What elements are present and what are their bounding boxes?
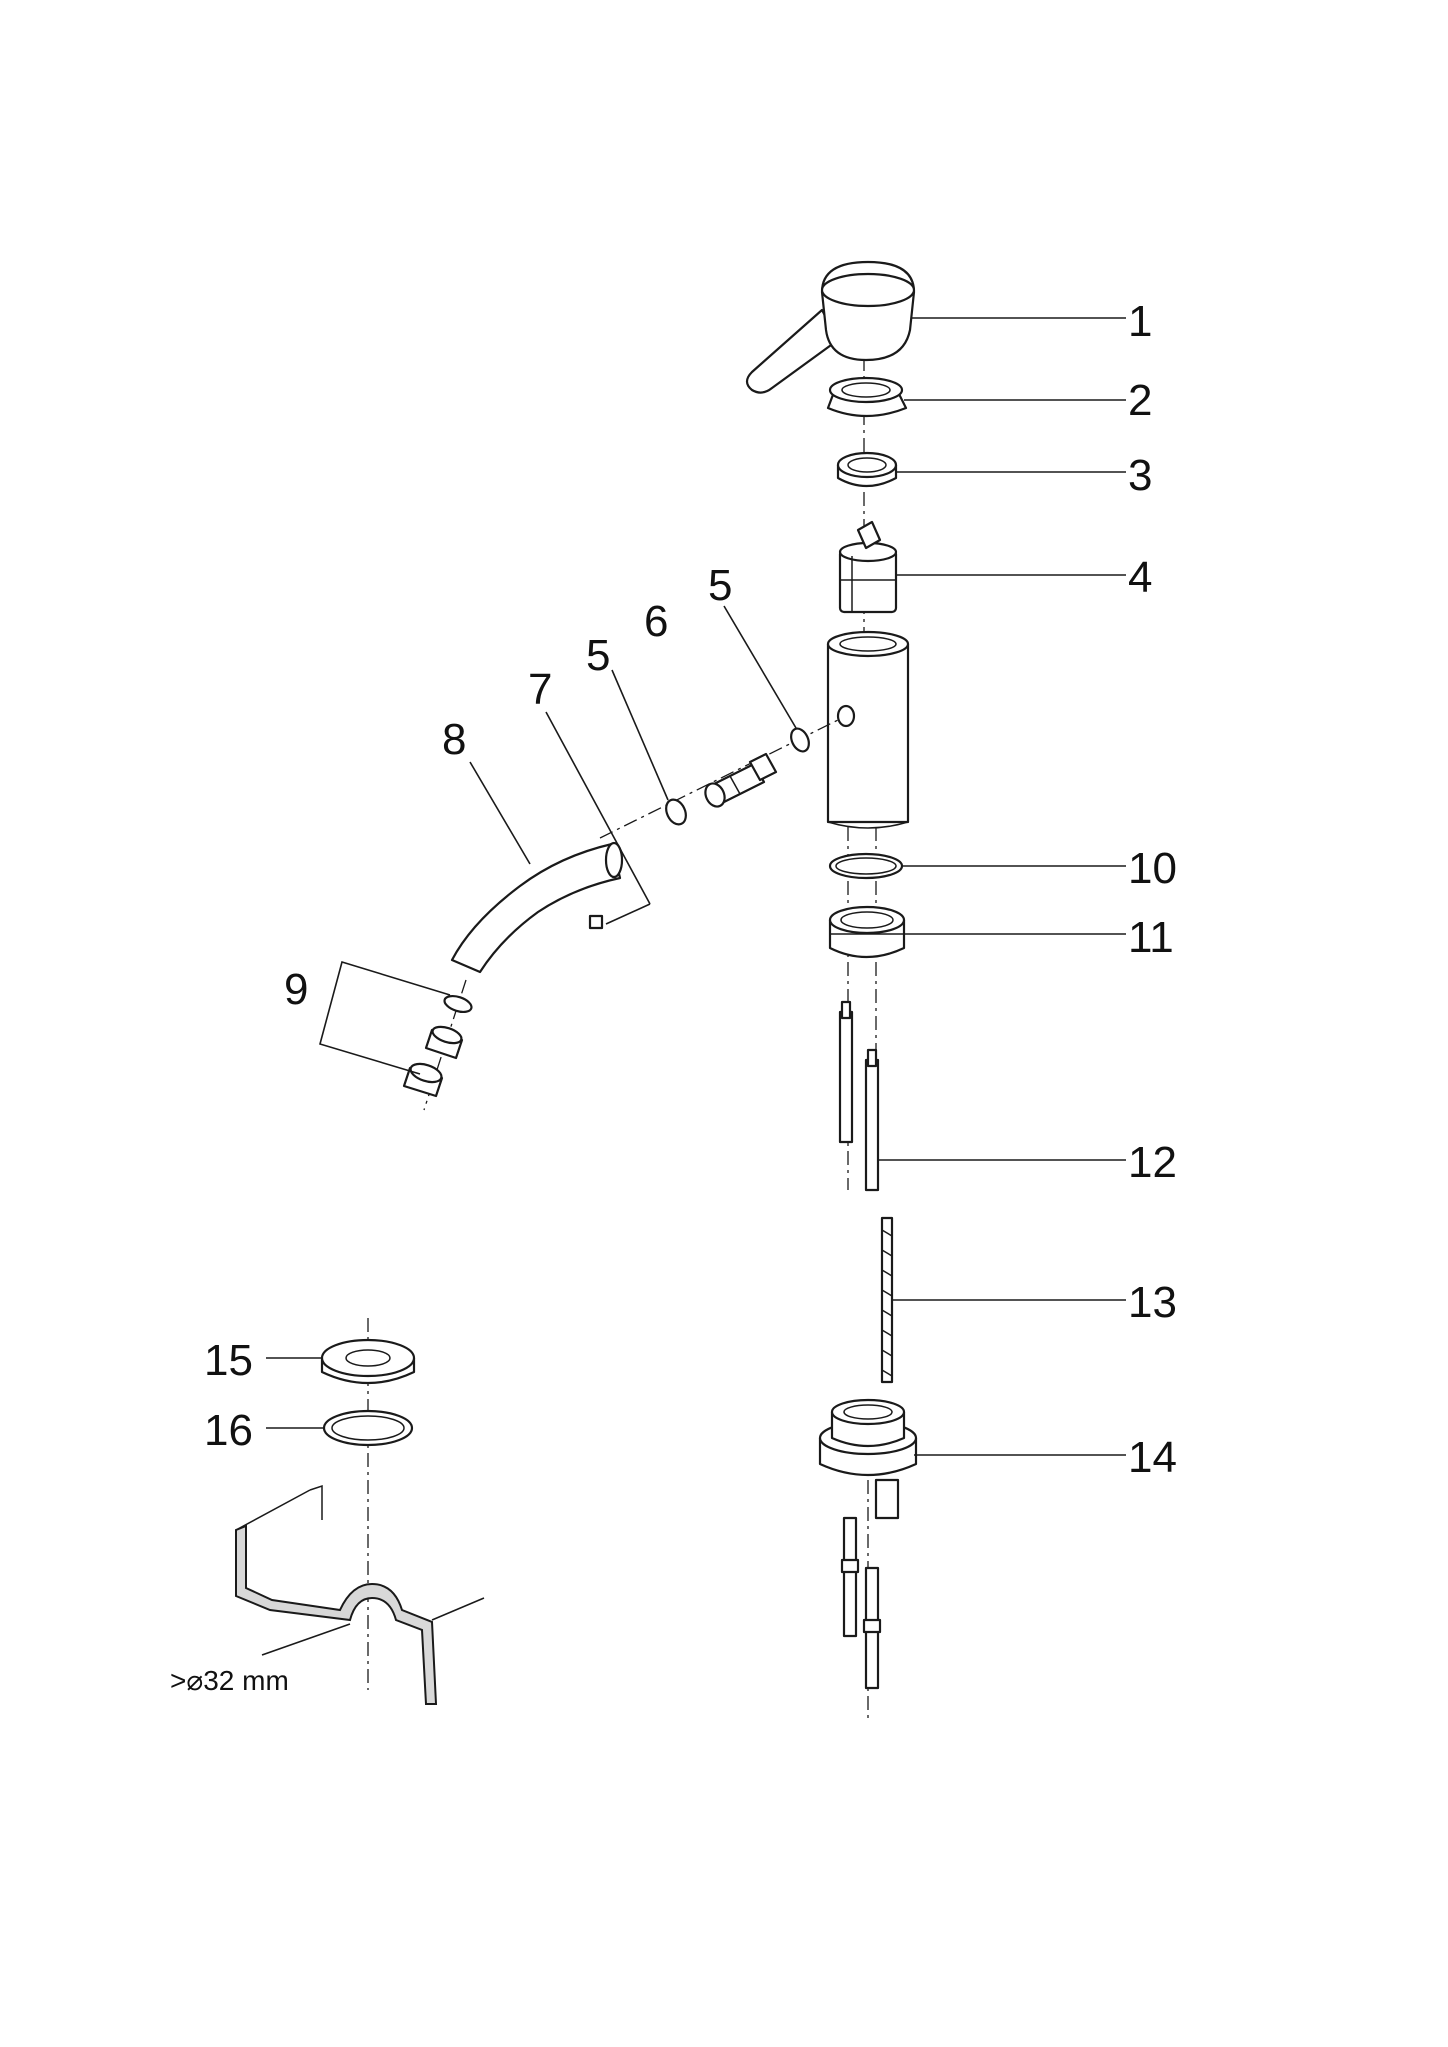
callout-8: 8: [442, 715, 466, 764]
part-16-gasket-ring: [322, 1409, 414, 1447]
part-15-flat-washer: [320, 1318, 416, 1690]
part-11-threaded-collar: [828, 905, 906, 958]
right-leader-lines: [878, 317, 1126, 1456]
callout-4: 4: [1128, 553, 1152, 602]
part-5-o-ring-right: [790, 727, 810, 753]
callout-7: 7: [528, 665, 552, 714]
part-14-mounting-base: [818, 1398, 918, 1520]
left-leader-lines: [266, 605, 797, 1429]
part-4-cartridge: [838, 520, 898, 614]
part-3-threaded-ring: [836, 451, 898, 488]
callout-12: 12: [1128, 1138, 1177, 1187]
callout-13: 13: [1128, 1278, 1177, 1327]
part-12-supply-hoses: [838, 1000, 880, 1192]
part-6-connector: [704, 752, 778, 808]
sink-section-drawing: [235, 1484, 485, 1705]
callout-5-left: 5: [586, 631, 610, 680]
callout-2: 2: [1128, 376, 1152, 425]
callout-15: 15: [204, 1336, 253, 1385]
callout-3: 3: [1128, 451, 1152, 500]
part-10-o-ring: [828, 852, 904, 880]
lower-supply-hoses: [840, 1516, 882, 1690]
part-2-cover-cap: [826, 376, 908, 418]
callout-labels: 1 2 3 4 5 5 6 7 8 9 10 11 12 13 14 15 16…: [170, 297, 1177, 1696]
part-9-aerator-set: [319, 960, 473, 1111]
faucet-body: [826, 630, 910, 829]
callout-11: 11: [1128, 913, 1174, 962]
part-13-threaded-rod: [880, 1216, 894, 1384]
callout-1: 1: [1128, 297, 1152, 346]
part-7-grub-screw: [588, 914, 604, 930]
hole-diameter-note: >⌀32 mm: [170, 1665, 289, 1696]
callout-5-right: 5: [708, 561, 732, 610]
callout-16: 16: [204, 1406, 253, 1455]
callout-9: 9: [284, 965, 308, 1014]
callout-10: 10: [1128, 844, 1177, 893]
part-5-o-ring-left: [665, 798, 687, 826]
callout-6: 6: [644, 597, 668, 646]
callout-14: 14: [1128, 1433, 1177, 1482]
part-1-lever-handle: [745, 260, 916, 394]
part-8-spout: [450, 841, 624, 974]
